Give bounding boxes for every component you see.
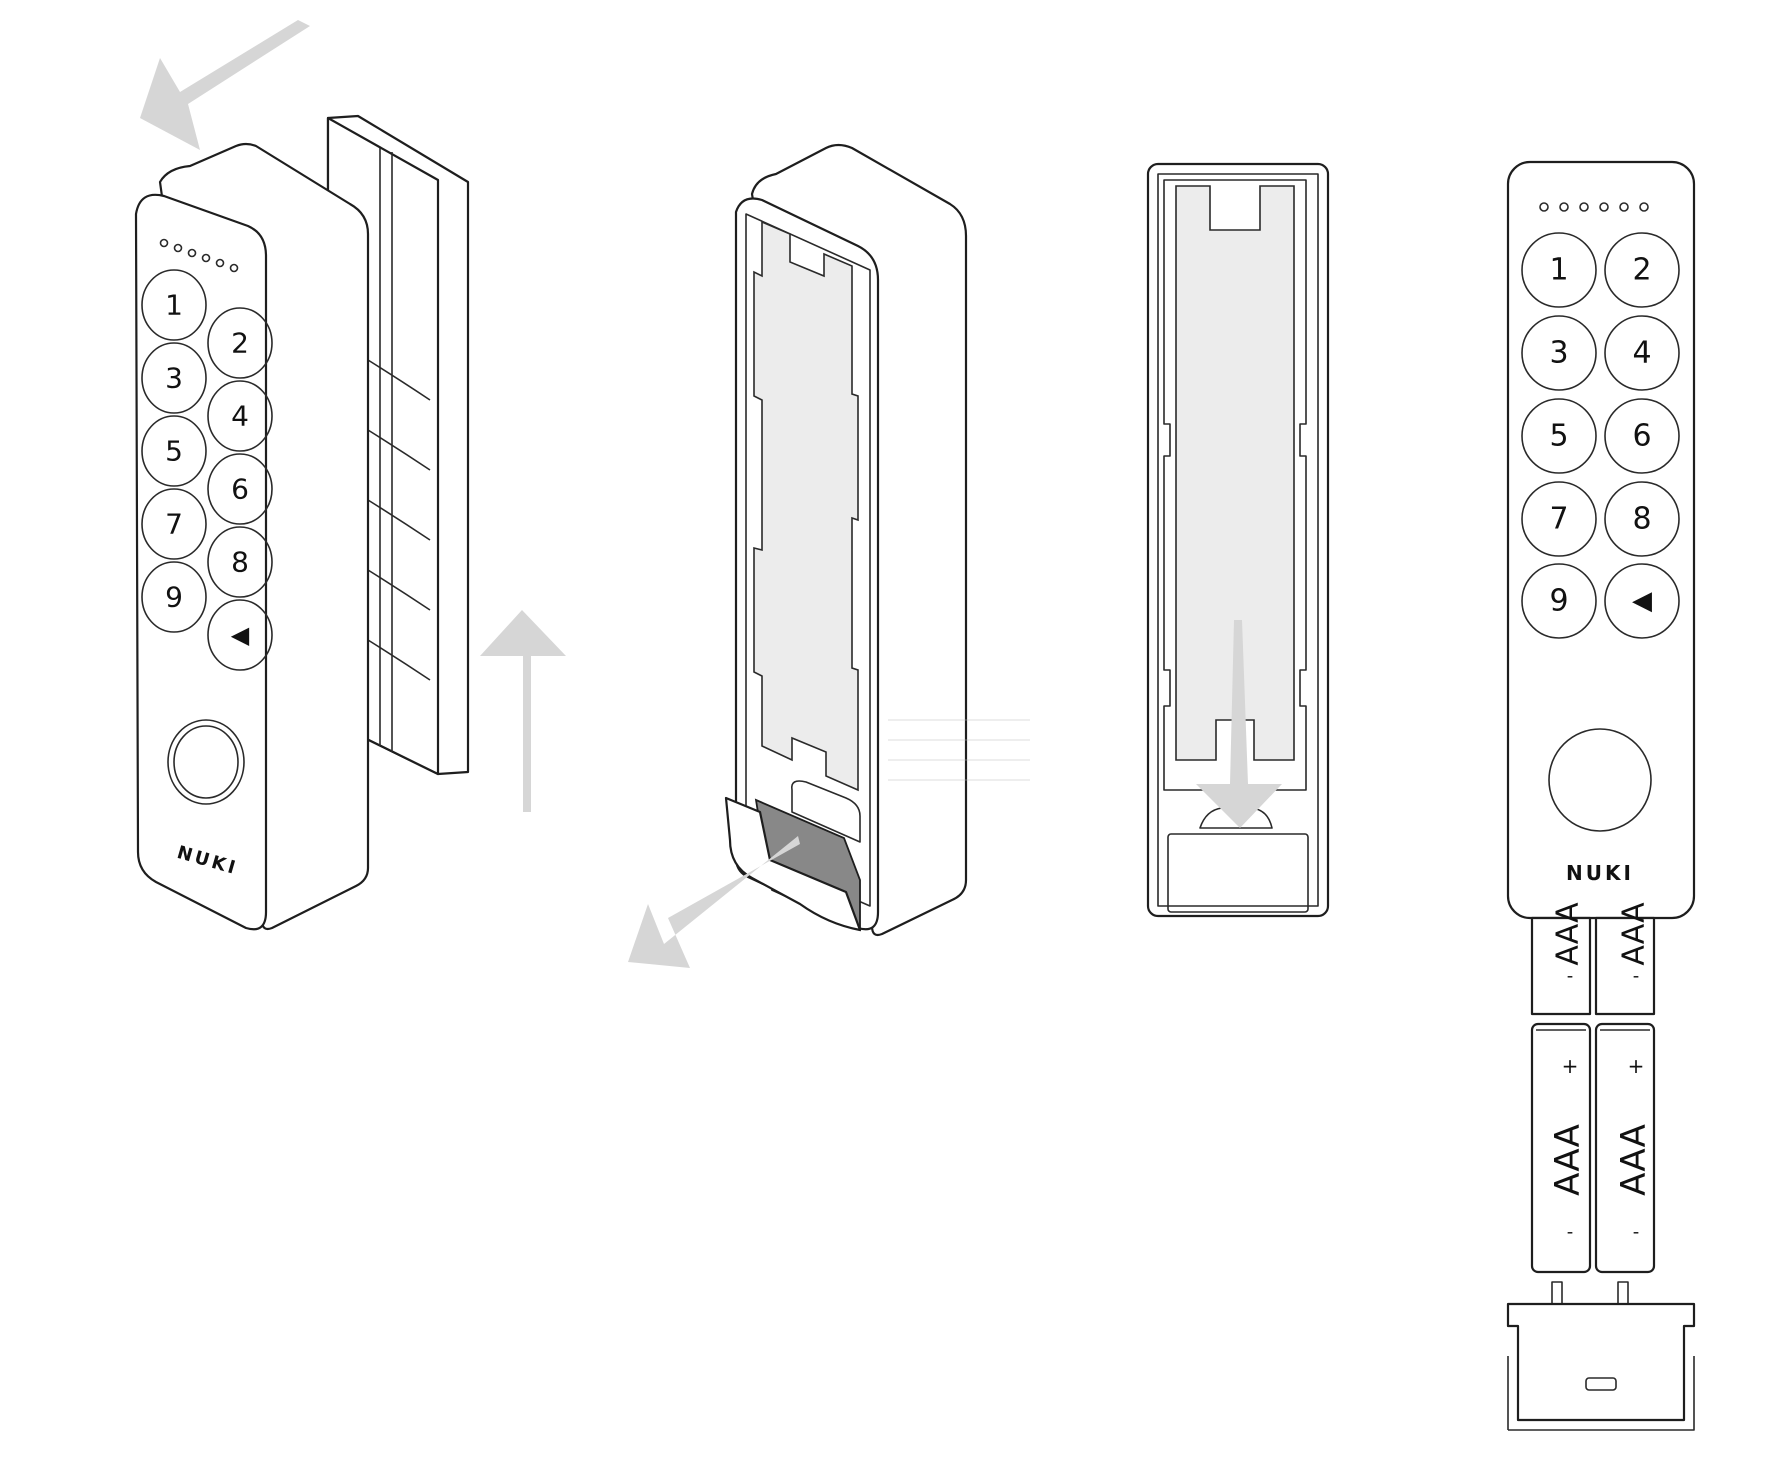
battery-top-right-label: AAA <box>1617 902 1652 966</box>
key-back <box>207 599 273 671</box>
battery-top-left <box>1530 916 1592 1016</box>
battery-bottom-left-plus: + <box>1562 1054 1579 1078</box>
front-key-7-label: 7 <box>1549 502 1568 537</box>
front-key-9 <box>1521 563 1597 639</box>
arrow-down-left-icon <box>628 836 800 968</box>
battery-top-left-minus: - <box>1567 966 1574 987</box>
battery-holder <box>1175 185 1295 761</box>
key-4 <box>207 380 273 452</box>
fingerprint-sensor-icon <box>167 719 245 805</box>
key-6-label: 6 <box>231 473 249 506</box>
front-key-8 <box>1604 481 1680 557</box>
key-3-label: 3 <box>165 362 183 395</box>
key-2 <box>207 307 273 379</box>
arrow-up-left-icon <box>140 20 310 150</box>
front-key-7 <box>1521 481 1597 557</box>
panel-1-slide-off: 1 2 3 4 5 6 7 8 9 ◀ <box>134 20 566 931</box>
front-key-5-label: 5 <box>1549 419 1568 454</box>
batteries-upper: AAA AAA - - <box>1530 902 1656 1016</box>
panel-2-peel-tab <box>628 143 1030 968</box>
battery-bottom-right <box>1594 1022 1656 1274</box>
battery-bottom-left <box>1530 1022 1592 1274</box>
front-key-back <box>1604 563 1680 639</box>
front-key-back-label: ◀ <box>1632 586 1652 616</box>
holder-slot <box>1167 833 1309 913</box>
key-5-label: 5 <box>165 435 183 468</box>
front-key-8-label: 8 <box>1632 502 1651 537</box>
key-6 <box>207 453 273 525</box>
front-key-6 <box>1604 398 1680 474</box>
key-5 <box>141 415 207 487</box>
front-key-5 <box>1521 398 1597 474</box>
key-4-label: 4 <box>231 400 249 433</box>
battery-bottom-right-plus: + <box>1628 1054 1645 1078</box>
front-key-1-label: 1 <box>1549 253 1568 288</box>
battery-compartment-outline <box>745 213 871 907</box>
panel-3-pull-holder <box>1146 162 1330 918</box>
pull-tab <box>724 780 862 932</box>
keypad-keys-front: 1 2 3 4 5 6 7 8 9 ◀ <box>1521 232 1680 639</box>
battery-bottom-left-minus: - <box>1567 1222 1574 1243</box>
panel-4-insert-batteries: 1 2 3 4 5 6 7 8 9 ◀ NUKI AAA AAA <box>1506 160 1696 1431</box>
front-key-2-label: 2 <box>1632 253 1651 288</box>
battery-top-left-label: AAA <box>1551 902 1586 966</box>
front-key-1 <box>1521 232 1597 308</box>
key-7 <box>141 488 207 560</box>
key-back-label: ◀ <box>231 621 250 649</box>
front-key-2 <box>1604 232 1680 308</box>
key-7-label: 7 <box>165 508 183 541</box>
keypad-device-angled: 1 2 3 4 5 6 7 8 9 ◀ <box>134 142 370 931</box>
keypad-keys-angled: 1 2 3 4 5 6 7 8 9 ◀ <box>141 269 273 671</box>
batteries-lower: + + AAA AAA - - <box>1530 1022 1656 1274</box>
fingerprint-sensor-front-icon <box>1548 728 1652 832</box>
key-2-label: 2 <box>231 327 249 360</box>
battery-bottom-right-minus: - <box>1633 1222 1640 1243</box>
front-key-9-label: 9 <box>1549 584 1568 619</box>
keypad-device-front <box>1506 160 1696 920</box>
battery-bottom-left-label: AAA <box>1548 1124 1588 1196</box>
front-key-3 <box>1521 315 1597 391</box>
key-1 <box>141 269 207 341</box>
battery-top-right-minus: - <box>1633 966 1640 987</box>
led-indicators-front <box>1539 202 1649 212</box>
key-3 <box>141 342 207 414</box>
front-key-3-label: 3 <box>1549 336 1568 371</box>
arrow-down-icon <box>1196 620 1282 828</box>
faint-mark <box>888 719 1030 781</box>
front-key-4-label: 4 <box>1632 336 1651 371</box>
arrow-up-icon <box>480 610 566 812</box>
front-key-4 <box>1604 315 1680 391</box>
battery-bottom-right-label: AAA <box>1614 1124 1654 1196</box>
battery-top-right <box>1594 916 1656 1016</box>
key-9-label: 9 <box>165 581 183 614</box>
key-8-label: 8 <box>231 546 249 579</box>
brand-label-front: NUKI <box>1566 861 1634 885</box>
key-8 <box>207 526 273 598</box>
key-9 <box>141 561 207 633</box>
led-indicators <box>159 238 239 273</box>
front-key-6-label: 6 <box>1632 419 1651 454</box>
battery-holder-cap <box>1506 1281 1696 1431</box>
key-1-label: 1 <box>165 289 183 322</box>
